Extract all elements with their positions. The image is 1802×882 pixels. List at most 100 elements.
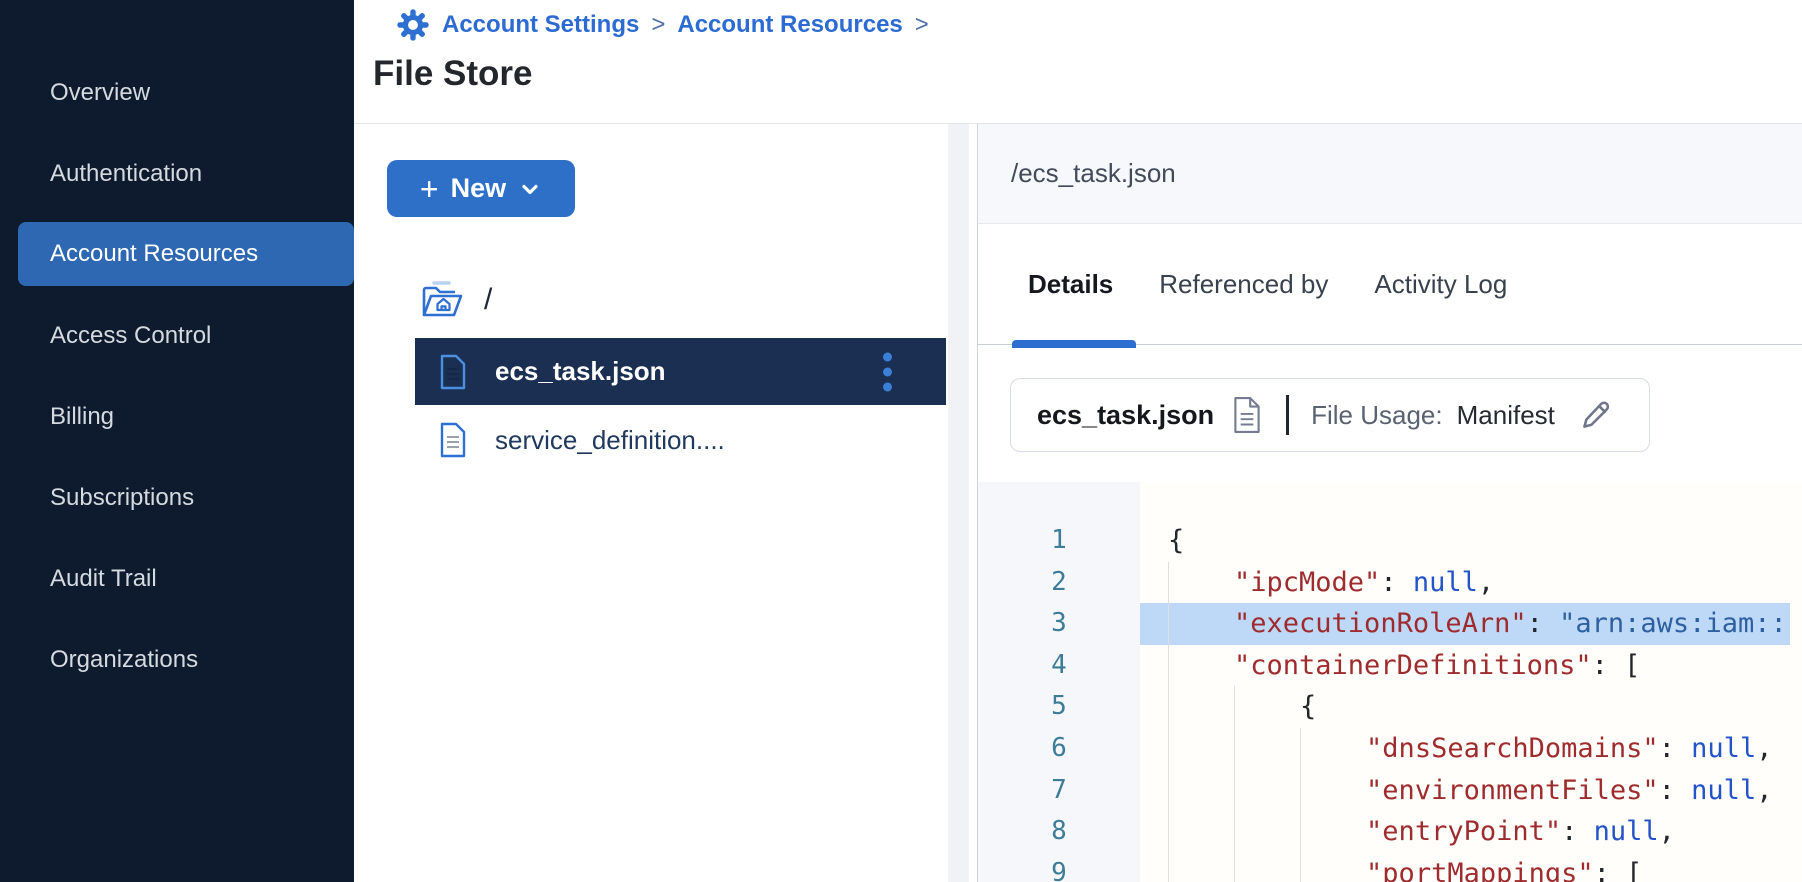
file-usage-value: Manifest [1456, 399, 1555, 430]
line-number: 6 [1051, 732, 1067, 763]
breadcrumb-link-account-settings[interactable]: Account Settings [442, 11, 640, 38]
token-pun: , [1756, 732, 1773, 764]
new-button-label: New [450, 173, 507, 203]
tab-details[interactable]: Details [1028, 268, 1114, 299]
edit-usage-pencil-icon[interactable] [1579, 397, 1615, 433]
sidebar-item-label: Audit Trail [50, 564, 157, 592]
sidebar-item-subscriptions[interactable]: Subscriptions [0, 457, 354, 538]
detail-tabs: Details Referenced by Activity Log [1028, 224, 1507, 344]
indent-guide [1168, 686, 1234, 728]
token-key: "environmentFiles" [1366, 774, 1659, 806]
indent-guide [1234, 811, 1300, 853]
file-name: service_definition.... [495, 424, 725, 455]
kebab-menu-icon[interactable] [879, 348, 896, 395]
token-pun: : [1380, 566, 1413, 598]
indent-guide [1300, 811, 1366, 853]
line-number: 9 [1051, 857, 1067, 882]
document-icon [1232, 396, 1262, 434]
indent-guide [1168, 727, 1234, 770]
token-str: "arn:aws:iam:: [1559, 608, 1787, 640]
file-path-bar: /ecs_task.json [978, 124, 1802, 224]
tab-referenced-by[interactable]: Referenced by [1159, 268, 1329, 299]
sidebar-item-label: Billing [50, 402, 115, 430]
file-icon [439, 354, 467, 390]
file-row-service-definition[interactable]: service_definition.... [415, 415, 946, 465]
indent-guide [1234, 686, 1300, 728]
indent-guide [1300, 769, 1366, 812]
sidebar-item-label: Access Control [50, 321, 212, 349]
file-panel-scrollbar[interactable] [948, 124, 969, 882]
file-store-panel: + New / ecs_task.json service_definition.… [354, 124, 978, 882]
code-line-9: "portMappings": [ [1140, 852, 1790, 882]
sidebar-item-billing[interactable]: Billing [0, 376, 354, 457]
token-pun: : [ [1593, 857, 1643, 882]
sidebar-item-label: Account Resources [50, 240, 259, 267]
token-pun: , [1658, 816, 1675, 848]
indent-guide [1300, 852, 1366, 882]
token-pun: , [1477, 566, 1495, 598]
token-key: "containerDefinitions" [1234, 649, 1592, 681]
file-path: /ecs_task.json [1011, 158, 1176, 188]
sidebar-item-access-control[interactable]: Access Control [0, 295, 354, 376]
line-number: 2 [1051, 566, 1067, 597]
token-key: "dnsSearchDomains" [1366, 732, 1659, 764]
token-pun: , [1756, 774, 1773, 806]
token-atom: null [1593, 816, 1659, 848]
code-line-1: { [1140, 520, 1790, 562]
indent-guide [1168, 769, 1234, 812]
detail-tabs-row: Details Referenced by Activity Log [978, 224, 1802, 348]
file-usage-label: File Usage: [1311, 399, 1443, 430]
indent-guide [1168, 644, 1234, 687]
active-tab-underline [1012, 340, 1136, 348]
line-number: 5 [1051, 691, 1067, 722]
root-folder-row[interactable]: / [420, 280, 492, 320]
sidebar-item-label: Organizations [50, 645, 199, 673]
sidebar-item-audit-trail[interactable]: Audit Trail [0, 538, 354, 619]
code-line-8: "entryPoint": null, [1140, 811, 1790, 853]
sidebar-item-label: Subscriptions [50, 483, 195, 511]
indent-guide [1168, 603, 1234, 645]
new-button[interactable]: + New [387, 160, 575, 217]
token-atom: null [1691, 732, 1757, 764]
code-line-6: "dnsSearchDomains": null, [1140, 727, 1790, 770]
indent-guide [1234, 769, 1300, 812]
token-pun: : [1658, 774, 1692, 806]
token-pun: { [1300, 691, 1317, 723]
indent-guide [1300, 727, 1366, 770]
sidebar-item-account-resources[interactable]: Account Resources [18, 222, 354, 286]
breadcrumb-separator: > [651, 11, 666, 38]
sidebar-item-label: Overview [50, 78, 151, 106]
code-content: {"ipcMode": null,"executionRoleArn": "ar… [1140, 482, 1802, 882]
sidebar-item-authentication[interactable]: Authentication [0, 133, 354, 214]
code-line-5: { [1140, 686, 1790, 728]
breadcrumb-link-account-resources[interactable]: Account Resources [677, 11, 903, 38]
tab-activity-log[interactable]: Activity Log [1374, 268, 1508, 299]
file-icon [439, 422, 467, 458]
file-row-ecs-task-json[interactable]: ecs_task.json [415, 338, 946, 405]
token-key: "entryPoint" [1366, 816, 1562, 848]
gear-icon [396, 8, 430, 42]
token-pun: : [ [1591, 649, 1641, 681]
chevron-down-icon [518, 177, 542, 201]
token-pun: : [1658, 732, 1692, 764]
code-line-3: "executionRoleArn": "arn:aws:iam:: [1140, 603, 1790, 645]
code-lines-container: {"ipcMode": null,"executionRoleArn": "ar… [1140, 482, 1802, 882]
sidebar-item-organizations[interactable]: Organizations [0, 619, 354, 700]
sidebar-item-overview[interactable]: Overview [0, 52, 354, 133]
breadcrumb-separator: > [914, 11, 929, 38]
line-number: 4 [1051, 649, 1067, 680]
token-atom: null [1691, 774, 1757, 806]
indent-guide [1168, 852, 1234, 882]
indent-guide [1234, 727, 1300, 770]
file-info-name: ecs_task.json [1037, 399, 1215, 430]
file-info-box: ecs_task.json File Usage: Manifest [1010, 378, 1650, 452]
file-info-section: ecs_task.json File Usage: Manifest [978, 345, 1802, 483]
line-number: 3 [1051, 608, 1067, 639]
token-key: "executionRoleArn" [1234, 608, 1527, 640]
page-title: File Store [373, 54, 533, 93]
